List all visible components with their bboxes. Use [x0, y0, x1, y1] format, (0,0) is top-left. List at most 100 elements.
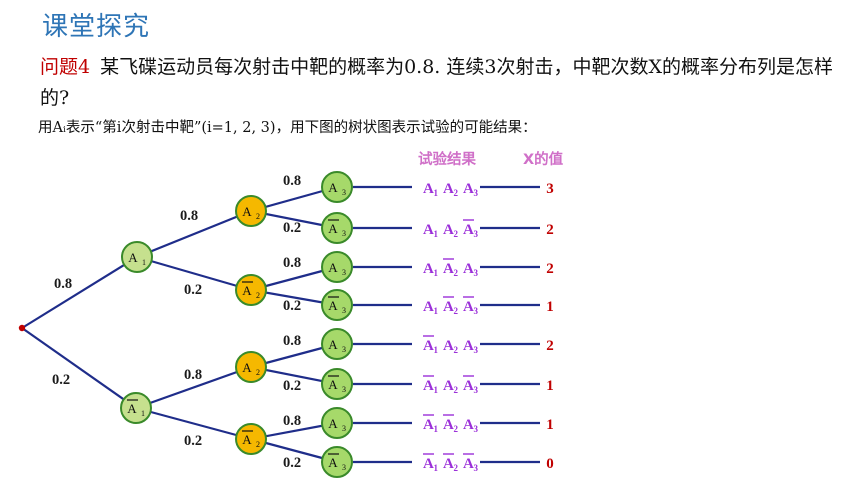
outcome-1-sub-2: 2 — [454, 188, 459, 198]
node-leaf-4-label: A — [328, 298, 338, 313]
node-leaf-6-subscript: 3 — [342, 385, 346, 394]
node-l2-4-label: A — [242, 432, 252, 447]
edge-l1-3 — [135, 365, 252, 410]
node-l2-1-label: A — [242, 204, 252, 219]
outcome-8-letter-2: A — [443, 456, 454, 472]
node-leaf-1-circle — [321, 171, 353, 203]
node-l2-2-subscript: 2 — [256, 291, 260, 300]
outcome-8-letter-3: A — [463, 456, 474, 472]
outcome-1-letter-3: A — [463, 181, 474, 197]
x-value-7: 1 — [546, 417, 554, 433]
header-result: 试验结果 — [418, 150, 476, 168]
outcome-8-sub-1: 1 — [434, 463, 439, 473]
node-l2-3-circle — [235, 351, 267, 383]
node-leaf-7-circle — [321, 407, 353, 439]
x-value-2: 2 — [546, 222, 554, 238]
probability-tree-diagram: 0.80.20.80.20.80.20.80.20.80.20.80.20.80… — [18, 150, 564, 478]
node-l1-1-subscript: 1 — [142, 258, 146, 267]
node-leaf-1-label: A — [328, 180, 338, 195]
prob-root-2: 0.2 — [52, 372, 70, 388]
node-leaf-5-subscript: 3 — [342, 345, 346, 354]
outcome-5-sub-3: 3 — [474, 345, 479, 355]
prob-l1-3: 0.8 — [184, 367, 202, 383]
node-leaf-6-label: A — [328, 377, 338, 392]
outcome-6-letter-1: A — [423, 378, 434, 394]
node-leaf-5-circle — [321, 328, 353, 360]
outcome-1-sub-1: 1 — [434, 188, 439, 198]
outcome-5-letter-3: A — [463, 338, 474, 354]
root-node — [18, 324, 26, 332]
prob-l2-7: 0.8 — [283, 413, 301, 429]
node-leaf-2-subscript: 3 — [342, 229, 346, 238]
prob-l1-2: 0.2 — [184, 282, 202, 298]
description: 用Aᵢ表示“第i次射击中靶”(i=1, 2, 3)，用下图的树状图表示试验的可能… — [38, 120, 537, 136]
prob-l2-8: 0.2 — [283, 455, 301, 471]
node-l1-1-circle — [121, 241, 153, 273]
outcome-2-letter-3: A — [463, 222, 474, 238]
edge-l1-1 — [136, 209, 252, 259]
outcome-7-letter-3: A — [463, 417, 474, 433]
outcome-2-sub-1: 1 — [434, 229, 439, 239]
outcome-3-sub-2: 2 — [454, 268, 459, 278]
outcome-4-letter-3: A — [463, 299, 474, 315]
outcome-7-sub-1: 1 — [434, 424, 439, 434]
node-l2-4-subscript: 2 — [256, 440, 260, 449]
outcome-6-letter-3: A — [463, 378, 474, 394]
outcome-2-letter-2: A — [443, 222, 454, 238]
node-leaf-2-label: A — [328, 221, 338, 236]
question-label: 问题4 — [40, 56, 91, 78]
node-leaf-3-label: A — [328, 260, 338, 275]
outcome-7-letter-2: A — [443, 417, 454, 433]
node-leaf-8-label: A — [328, 455, 338, 470]
prob-root-1: 0.8 — [54, 276, 72, 292]
outcome-8-sub-2: 2 — [454, 463, 459, 473]
prob-l2-3: 0.8 — [283, 255, 301, 271]
outcome-4-letter-2: A — [443, 299, 454, 315]
outcome-5-sub-1: 1 — [434, 345, 439, 355]
x-value-6: 1 — [546, 378, 554, 394]
node-l1-2-label: A — [127, 401, 137, 416]
outcome-2-letter-1: A — [423, 222, 434, 238]
outcome-6-sub-3: 3 — [474, 385, 479, 395]
outcome-1-sub-3: 3 — [474, 188, 479, 198]
node-l2-2-label: A — [242, 283, 252, 298]
node-leaf-3-circle — [321, 251, 353, 283]
outcome-5-letter-2: A — [443, 338, 454, 354]
x-value-5: 2 — [546, 338, 554, 354]
outcome-8-sub-3: 3 — [474, 463, 479, 473]
prob-l1-4: 0.2 — [184, 433, 202, 449]
node-leaf-3-subscript: 3 — [342, 268, 346, 277]
outcome-7-sub-3: 3 — [474, 424, 479, 434]
prob-l1-1: 0.8 — [180, 208, 198, 224]
question-text: 某飞碟运动员每次射击中靶的概率为0.8. 连续3次射击，中靶次数X的概率分布列是… — [40, 56, 834, 109]
edge-l1-4 — [135, 406, 252, 441]
section-title: 课堂探究 — [42, 12, 151, 42]
node-leaf-4-subscript: 3 — [342, 306, 346, 315]
node-l1-2-subscript: 1 — [141, 409, 145, 418]
prob-l2-1: 0.8 — [283, 173, 301, 189]
node-l2-1-subscript: 2 — [256, 212, 260, 221]
outcome-3-sub-1: 1 — [434, 268, 439, 278]
node-leaf-8-subscript: 3 — [342, 463, 346, 472]
node-leaf-1-subscript: 3 — [342, 188, 346, 197]
node-l1-1-label: A — [128, 250, 138, 265]
x-value-4: 1 — [546, 299, 554, 315]
